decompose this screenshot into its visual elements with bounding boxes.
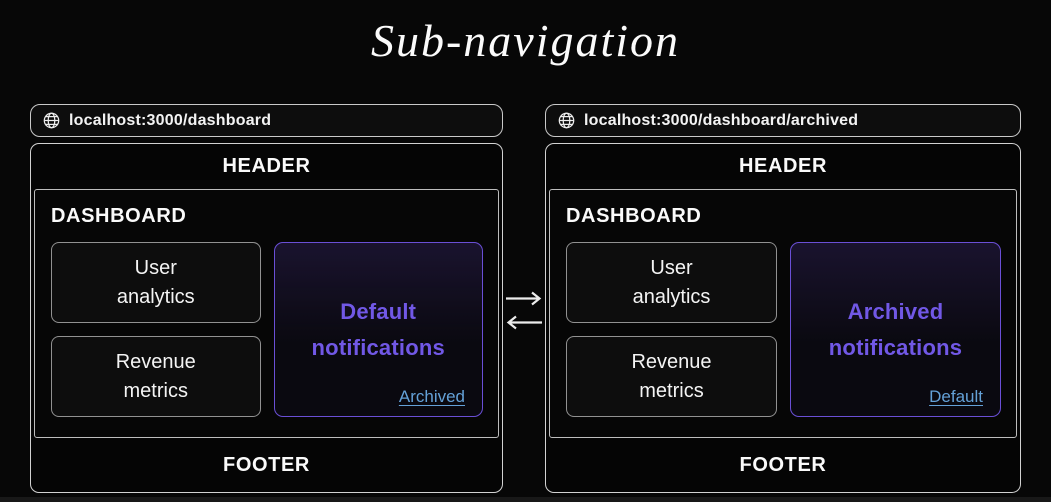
revenue-metrics-card: Revenue metrics [51,336,261,417]
globe-icon [558,112,575,129]
footer-band: FOOTER [739,453,827,476]
panel-title-line: Archived [847,299,944,325]
url-text: localhost:3000/dashboard [69,111,272,129]
address-bar[interactable]: localhost:3000/dashboard [30,104,503,137]
notifications-panel-title: Archived notifications [829,294,962,364]
browser-mock-default: localhost:3000/dashboard HEADER DASHBOAR… [30,104,503,493]
card-label-line: User [134,257,177,280]
address-bar[interactable]: localhost:3000/dashboard/archived [545,104,1021,137]
left-arrow-icon [506,315,542,330]
browser-mock-archived: localhost:3000/dashboard/archived HEADER… [545,104,1021,493]
default-link[interactable]: Default [929,387,983,406]
globe-icon [43,112,60,129]
notifications-panel-title: Default notifications [312,294,445,364]
footer-band: FOOTER [223,453,310,476]
dashboard-content: DASHBOARD User analytics Revenue metrics [549,189,1017,438]
right-arrow-icon [506,291,542,306]
notifications-panel: Default notifications Archived [273,242,483,417]
dashboard-label: DASHBOARD [51,205,187,227]
header-band: HEADER [738,155,828,177]
card-label-line: metrics [639,379,704,402]
navigation-arrows [502,291,546,330]
url-text: localhost:3000/dashboard/archived [584,111,859,129]
header-band: HEADER [222,155,311,177]
page-frame: HEADER DASHBOARD User analytics Revenue … [545,143,1021,493]
revenue-metrics-card: Revenue metrics [566,336,777,417]
user-analytics-card: User analytics [51,242,261,323]
card-label-line: metrics [123,379,188,402]
card-label-line: analytics [116,285,195,308]
panel-title-line: notifications [828,334,963,360]
card-label-line: Revenue [115,351,196,374]
archived-link[interactable]: Archived [398,387,465,406]
dashboard-label: DASHBOARD [566,205,702,227]
card-label-line: User [650,257,693,280]
slide-title: Sub-navigation [370,15,681,66]
panel-title-line: notifications [311,334,445,360]
user-analytics-card: User analytics [566,242,777,323]
card-label-line: Revenue [631,351,712,374]
panel-title-line: Default [340,299,417,325]
card-label-line: analytics [632,285,711,308]
notifications-panel: Archived notifications Default [790,242,1001,417]
dashboard-content: DASHBOARD User analytics Revenue metrics [34,189,499,438]
page-frame: HEADER DASHBOARD User analytics Revenue … [30,143,503,493]
